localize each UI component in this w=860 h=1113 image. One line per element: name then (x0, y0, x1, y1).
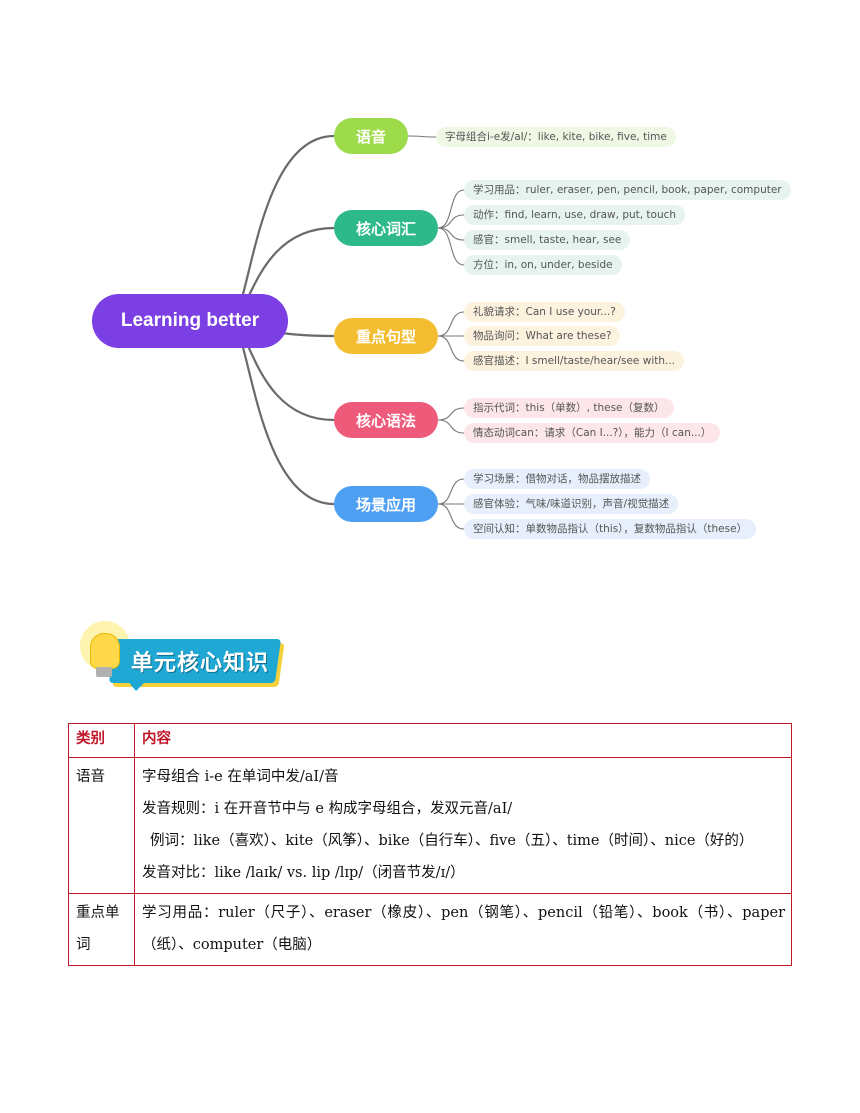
lightbulb-base (96, 667, 112, 677)
leaf-vocab-senses: 感官：smell, taste, hear, see (464, 230, 631, 250)
connector-line (437, 503, 465, 530)
category-label: 语音 (76, 769, 105, 785)
category-label: 重点单词 (76, 905, 120, 953)
connector-line (437, 311, 465, 337)
connector-line (437, 189, 465, 229)
branch-key-sentences: 重点句型 (334, 318, 438, 354)
connector-line (407, 135, 437, 138)
header-content: 内容 (134, 723, 792, 758)
leaf-vocab-actions: 动作：find, learn, use, draw, put, touch (464, 205, 686, 225)
leaf-sentence-senses: 感官描述：I smell/taste/hear/see with... (464, 351, 685, 371)
branch-scene-application: 场景应用 (334, 486, 438, 522)
table-header-row: 类别 内容 (68, 723, 792, 758)
row-category: 语音 (68, 757, 135, 894)
branch-phonics: 语音 (334, 118, 408, 154)
leaf-phonics-1: 字母组合i-e发/aI/：like, kite, bike, five, tim… (436, 127, 676, 147)
banner-tail (126, 679, 148, 691)
leaf-grammar-demonstratives: 指示代词：this（单数）, these（复数） (464, 398, 674, 418)
branch-core-grammar: 核心语法 (334, 402, 438, 438)
content-line: 字母组合 i-e 在单词中发/aI/音 (142, 769, 339, 785)
connector-line (437, 478, 465, 505)
content-line: 发音规则：i 在开音节中与 e 构成字母组合，发双元音/aI/ (142, 801, 513, 817)
row-content: 学习用品：ruler（尺子）、eraser（橡皮）、pen（钢笔）、pencil… (134, 893, 792, 966)
mind-map: Learning better 语音 核心词汇 重点句型 核心语法 场景应用 字… (92, 118, 791, 539)
leaf-grammar-modal-can: 情态动词can：请求（Can I...?），能力（I can...） (464, 423, 721, 443)
leaf-sentence-question: 物品询问：What are these? (464, 326, 621, 346)
branch-core-vocabulary: 核心词汇 (334, 210, 438, 246)
leaf-sentence-request: 礼貌请求：Can I use your...? (464, 302, 625, 322)
connector-line (437, 227, 465, 266)
leaf-scene-study: 学习场景：借物对话，物品摆放描述 (464, 469, 650, 489)
connector-line (229, 319, 335, 506)
connector-line (437, 214, 465, 229)
content-line: 发音对比：like /laɪk/ vs. lip /lɪp/（闭音节发/ɪ/） (142, 865, 465, 881)
mind-map-root: Learning better (92, 294, 288, 348)
row-content: 字母组合 i-e 在单词中发/aI/音 发音规则：i 在开音节中与 e 构成字母… (134, 757, 792, 894)
leaf-scene-senses: 感官体验：气味/味道识别，声音/视觉描述 (464, 494, 679, 514)
unit-core-knowledge-banner: 单元核心知识 (74, 617, 282, 695)
leaf-scene-space: 空间认知：单数物品指认（this），复数物品指认（these） (464, 519, 757, 539)
connector-line (437, 227, 465, 241)
connector-line (437, 407, 465, 421)
table-row: 语音 字母组合 i-e 在单词中发/aI/音 发音规则：i 在开音节中与 e 构… (68, 757, 792, 894)
leaf-vocab-school-supplies: 学习用品：ruler, eraser, pen, pencil, book, p… (464, 180, 791, 200)
knowledge-table: 类别 内容 语音 字母组合 i-e 在单词中发/aI/音 发音规则：i 在开音节… (68, 723, 792, 966)
table-row: 重点单词 学习用品：ruler（尺子）、eraser（橡皮）、pen（钢笔）、p… (68, 893, 792, 966)
header-category: 类别 (68, 723, 135, 758)
banner-title: 单元核心知识 (130, 651, 269, 676)
content-line: 学习用品：ruler（尺子）、eraser（橡皮）、pen（钢笔）、pencil… (142, 905, 785, 953)
connector-line (437, 419, 465, 434)
connector-line (437, 335, 465, 362)
leaf-vocab-positions: 方位：in, on, under, beside (464, 255, 622, 275)
content-line: 例词：like（喜欢）、kite（风筝）、bike（自行车）、five（五）、t… (150, 833, 754, 849)
row-category: 重点单词 (68, 893, 135, 966)
lightbulb-icon (90, 633, 120, 669)
